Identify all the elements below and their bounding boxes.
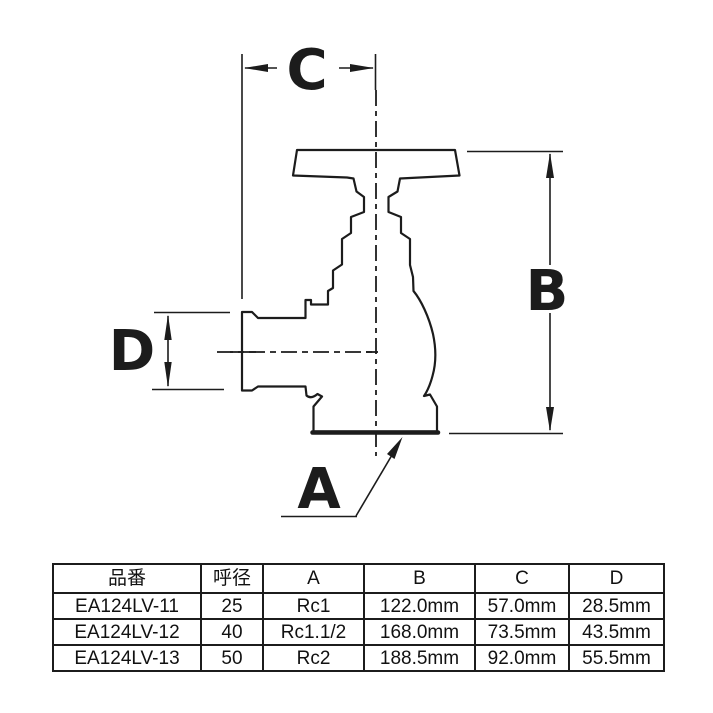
cell-dim-b: 188.5mm (363, 644, 476, 672)
cell-dim-a: Rc2 (262, 644, 365, 672)
cell-dim-b: 122.0mm (363, 592, 476, 620)
cell-dim-c: 92.0mm (474, 644, 570, 672)
dim-b-arrow-down (546, 407, 554, 432)
header-dim-d: D (568, 563, 665, 594)
dim-d-arrow-down (164, 362, 172, 388)
dim-b-arrow-up (546, 153, 554, 178)
cell-dim-d: 55.5mm (568, 644, 665, 672)
header-dim-c: C (474, 563, 570, 594)
header-nominal-diameter: 呼径 (200, 563, 264, 594)
cell-dim-a: Rc1 (262, 592, 365, 620)
label-a-leader (355, 454, 393, 517)
cell-part-number: EA124LV-11 (52, 592, 202, 620)
dimension-table: 品番 呼径 A B C D EA124LV-11 25 Rc1 122.0mm … (52, 563, 665, 672)
table-row: EA124LV-12 40 Rc1.1/2 168.0mm 73.5mm 43.… (52, 618, 665, 646)
cell-dim-c: 73.5mm (474, 618, 570, 646)
header-part-number: 品番 (52, 563, 202, 594)
table-header-row: 品番 呼径 A B C D (52, 563, 665, 594)
cell-part-number: EA124LV-13 (52, 644, 202, 672)
dim-d-arrow-up (164, 314, 172, 340)
dim-label-b: B (526, 259, 569, 324)
header-dim-b: B (363, 563, 476, 594)
dim-label-c: C (286, 38, 327, 103)
cell-nominal-diameter: 40 (200, 618, 264, 646)
cell-dim-d: 43.5mm (568, 618, 665, 646)
cell-dim-d: 28.5mm (568, 592, 665, 620)
cell-dim-b: 168.0mm (363, 618, 476, 646)
dim-c-arrow-left (244, 64, 268, 72)
cell-dim-c: 57.0mm (474, 592, 570, 620)
cell-nominal-diameter: 50 (200, 644, 264, 672)
dim-c-arrow-right (350, 64, 374, 72)
table-row: EA124LV-13 50 Rc2 188.5mm 92.0mm 55.5mm (52, 644, 665, 672)
cell-dim-a: Rc1.1/2 (262, 618, 365, 646)
cell-nominal-diameter: 25 (200, 592, 264, 620)
cell-part-number: EA124LV-12 (52, 618, 202, 646)
valve-outline (240, 148, 461, 433)
dim-label-d: D (109, 319, 155, 384)
dim-label-a: A (297, 457, 341, 522)
table-row: EA124LV-11 25 Rc1 122.0mm 57.0mm 28.5mm (52, 592, 665, 620)
header-dim-a: A (262, 563, 365, 594)
label-a-arrowhead (387, 437, 403, 459)
